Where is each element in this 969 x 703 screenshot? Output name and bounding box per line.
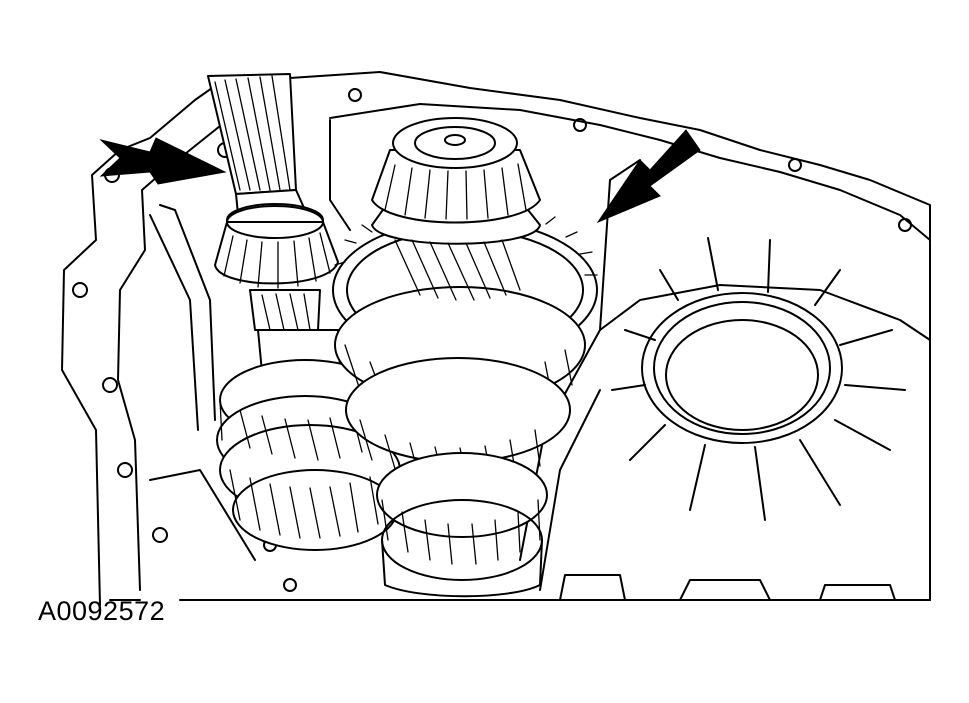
figure-id-label: A0092572 [38, 596, 166, 626]
input-shaft [207, 73, 341, 373]
transmission-case [61, 71, 931, 606]
main-shaft-gear-stack [332, 198, 598, 598]
arrow-pointer-icon [99, 137, 227, 185]
main-shaft-bearing [371, 117, 541, 301]
differential-bearing-bore [611, 237, 906, 521]
arrow-pointer-icon [596, 129, 701, 224]
